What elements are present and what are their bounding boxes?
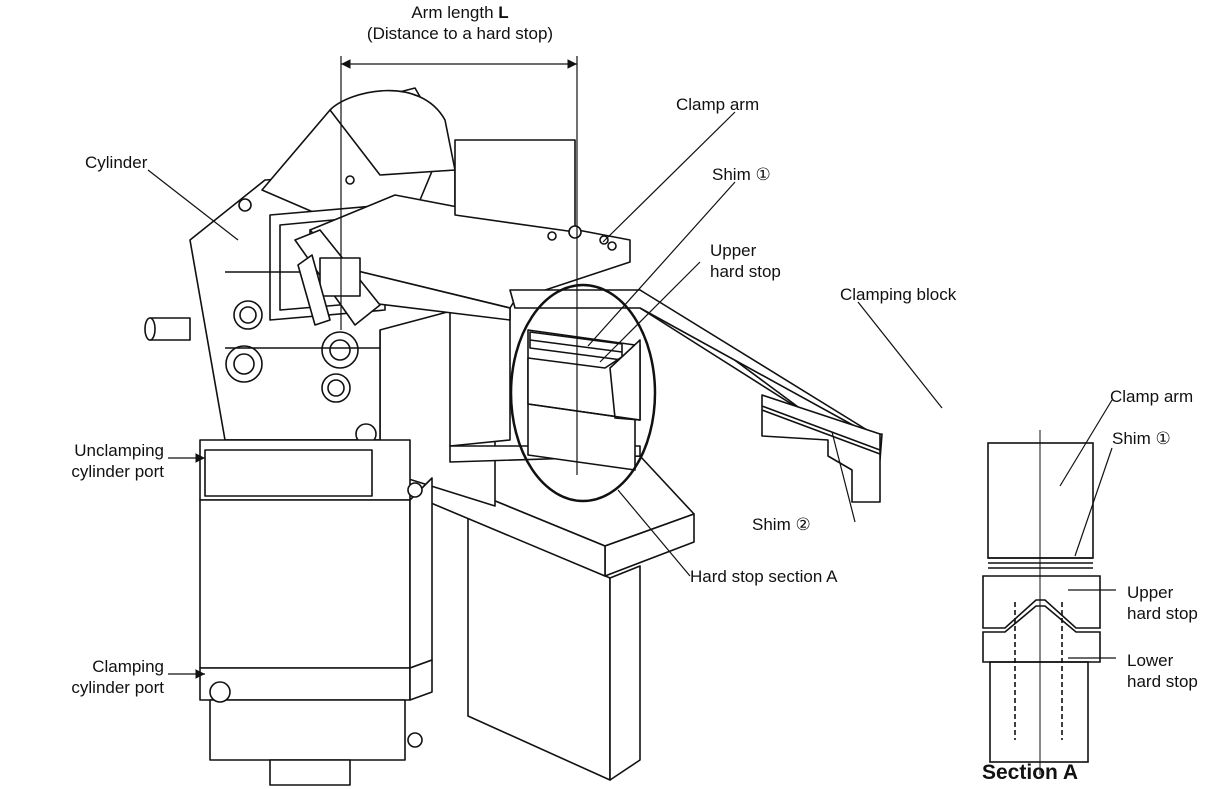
leader-shim-2	[831, 431, 856, 523]
section-a-circle	[509, 283, 657, 503]
leader-clamping-block	[857, 301, 943, 409]
lower-cylinder	[199, 439, 433, 786]
label-unclamping-port: Unclamping cylinder port	[0, 440, 164, 482]
sec-lower-line1: Lower	[1127, 651, 1174, 670]
leader-upper-hard-stop	[599, 261, 701, 363]
label-hard-stop-section: Hard stop section A	[690, 567, 838, 586]
label-clamping-block: Clamping block	[840, 285, 957, 304]
arm-length-label: Arm length L (Distance to a hard stop)	[320, 2, 600, 44]
sec-label-shim-1: Shim ①	[1112, 429, 1171, 448]
label-clamping-line2: cylinder port	[71, 678, 164, 697]
label-unclamping-line2: cylinder port	[71, 462, 164, 481]
hard-stop-assembly	[527, 329, 641, 471]
arm-length-symbol: L	[498, 3, 509, 22]
sec-upper-line1: Upper	[1127, 583, 1174, 602]
label-clamping-port: Clamping cylinder port	[0, 656, 164, 698]
section-a-title: Section A	[982, 761, 1079, 784]
sec-lower-line2: hard stop	[1127, 672, 1198, 691]
sec-upper-line2: hard stop	[1127, 604, 1198, 623]
sec-label-upper: Upper hard stop	[1127, 582, 1198, 624]
leader-sec-clamp-arm	[1059, 399, 1113, 487]
label-upper-line1: Upper	[710, 241, 757, 260]
label-upper-hard-stop: Upper hard stop	[710, 240, 781, 282]
leader-sec-shim-1	[1074, 447, 1113, 557]
sec-label-clamp-arm: Clamp arm	[1110, 387, 1194, 406]
label-cylinder: Cylinder	[85, 153, 148, 172]
label-shim-2: Shim ②	[752, 515, 811, 534]
clamping-block-beam	[509, 289, 883, 503]
support-post	[467, 516, 641, 781]
leader-cylinder	[147, 169, 239, 241]
leader-shim-1	[587, 181, 736, 347]
sec-label-lower: Lower hard stop	[1127, 650, 1198, 692]
label-upper-line2: hard stop	[710, 262, 781, 281]
label-shim-1: Shim ①	[712, 165, 771, 184]
section-a-detail	[982, 430, 1101, 775]
leader-clamp-arm	[602, 111, 736, 243]
arm-length-prefix: Arm length	[411, 3, 499, 22]
label-unclamping-line1: Unclamping	[74, 441, 164, 460]
label-clamping-line1: Clamping	[92, 657, 164, 676]
leader-hard-stop-section	[617, 489, 691, 577]
arm-length-note: (Distance to a hard stop)	[366, 24, 554, 43]
label-clamp-arm: Clamp arm	[676, 95, 760, 114]
clamp-arm	[294, 139, 631, 326]
